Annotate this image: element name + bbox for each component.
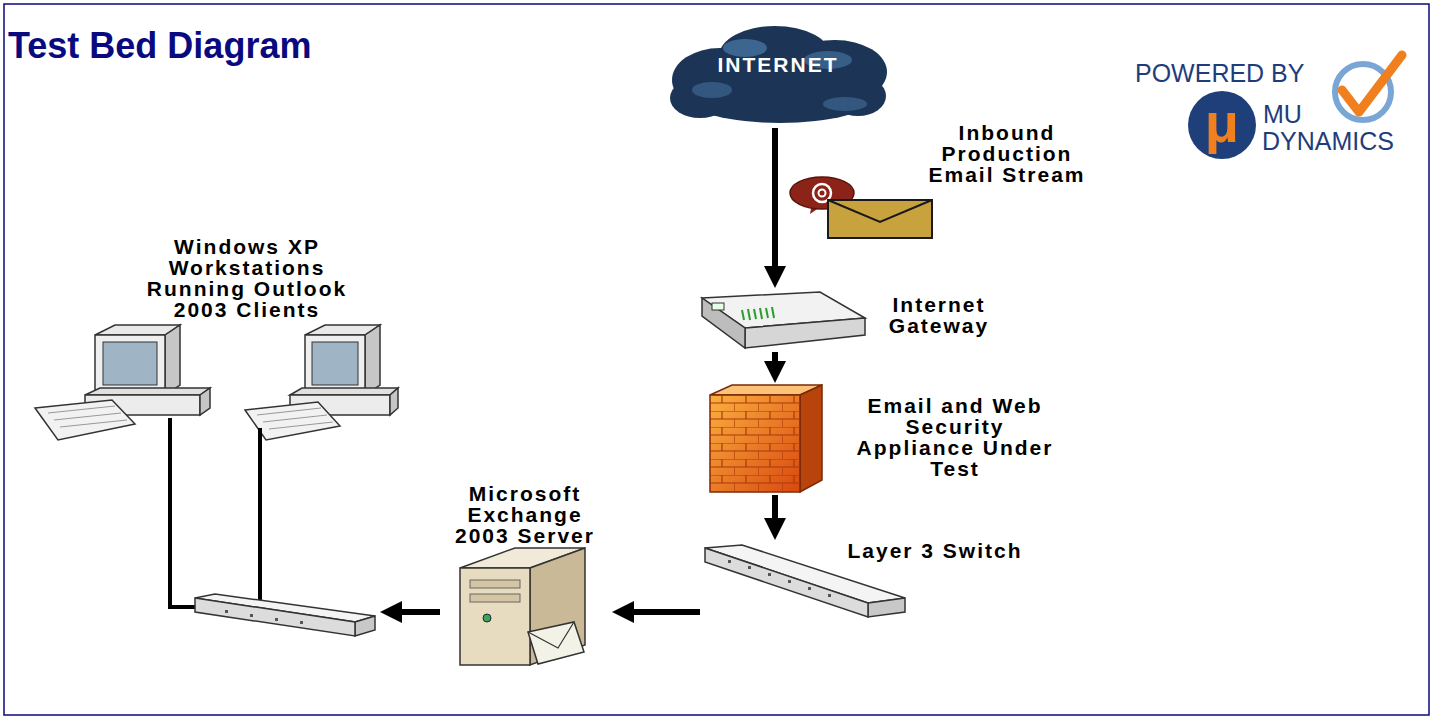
gateway-icon [760, 308, 762, 319]
hub-icon [250, 614, 253, 617]
server-icon [470, 580, 520, 588]
internet-cloud [692, 82, 732, 98]
gateway-icon [742, 307, 774, 320]
flow-note: Inbound Production Email Stream [922, 122, 1092, 185]
flow-arrow [402, 609, 440, 615]
node-label: Internet Gateway [878, 294, 1000, 336]
flow-arrow [772, 128, 778, 266]
node-label: Layer 3 Switch [825, 540, 1045, 561]
email-icon [819, 190, 826, 197]
firewall-icon [800, 385, 822, 492]
gateway-node: Internet Gateway [700, 288, 1002, 352]
workstation-icon [390, 388, 398, 415]
title-holder: Test Bed Diagram [8, 26, 311, 66]
flow-arrow [772, 352, 778, 361]
server-icon [528, 622, 574, 648]
email-icon [790, 177, 932, 238]
switch-icon [728, 560, 731, 563]
workstation-icon [245, 325, 398, 440]
workstation-icon [95, 335, 165, 395]
label-holder: POWERED BY [1135, 58, 1304, 88]
email-icon [828, 200, 932, 222]
switch-icon [868, 598, 905, 617]
gateway-icon [766, 308, 768, 318]
switch-icon [705, 548, 868, 617]
workstation-icon [305, 335, 365, 395]
workstation-icon [48, 406, 127, 427]
switch-icon [768, 573, 771, 576]
server-node: Microsoft Exchange 2003 Server [440, 483, 612, 668]
server-icon [528, 622, 584, 664]
node-label: Windows XP Workstations Running Outlook … [117, 236, 377, 320]
email-icon [828, 200, 932, 238]
internet-cloud [823, 97, 867, 111]
logo-text: DYNAMICS [1262, 126, 1394, 156]
gateway-icon [754, 309, 756, 319]
server-icon [483, 614, 491, 622]
switch-icon [748, 566, 751, 569]
workstation-icon [35, 325, 210, 440]
gateway-icon [702, 298, 745, 348]
gateway-icon [748, 309, 750, 320]
label-holder: MU [1263, 100, 1302, 128]
cloud-node: INTERNET [668, 28, 890, 128]
gateway-icon [702, 292, 865, 348]
hub-icon [275, 618, 278, 621]
page-frame [4, 4, 1429, 715]
appliance-node: Email and Web Security Appliance Under T… [705, 383, 1065, 495]
network-wire [170, 418, 198, 607]
flow-arrow [772, 495, 778, 518]
hub-icon [300, 621, 303, 624]
workstations-node: Windows XP Workstations Running Outlook … [20, 236, 380, 645]
label-holder: μ [1187, 88, 1257, 158]
server-icon [460, 568, 530, 665]
hub-icon [355, 616, 375, 636]
gateway-icon [745, 318, 865, 348]
node-label: INTERNET [668, 54, 888, 75]
logo-text: POWERED BY [1135, 58, 1304, 88]
workstation-icon [312, 342, 358, 385]
logo-mark [1342, 55, 1402, 112]
switch-icon [828, 594, 831, 597]
logo-symbol: μ [1187, 88, 1257, 158]
workstation-icon [365, 325, 380, 395]
workstation-icon [200, 388, 210, 415]
diagram-title: Test Bed Diagram [8, 26, 311, 66]
gateway-icon [742, 310, 744, 320]
workstation-icon [290, 388, 398, 395]
workstation-icon [35, 400, 135, 440]
switch-icon [728, 560, 831, 597]
firewall-icon [710, 395, 800, 492]
workstation-icon [257, 408, 333, 429]
label-holder: DYNAMICS [1262, 126, 1394, 156]
gateway-icon [772, 307, 774, 318]
switch-node: Layer 3 Switch [700, 540, 1047, 632]
hub-icon [225, 610, 228, 613]
workstation-icon [85, 388, 210, 395]
logo-text: MU [1263, 100, 1302, 128]
network-wire [258, 428, 262, 602]
server-icon [470, 594, 520, 602]
firewall-icon [710, 395, 800, 492]
hub-icon [225, 610, 303, 624]
hub-icon [195, 598, 355, 636]
network-wire [170, 418, 260, 607]
node-label: Microsoft Exchange 2003 Server [440, 483, 610, 546]
node-label: Email and Web Security Appliance Under T… [855, 395, 1055, 479]
server-icon [460, 548, 585, 665]
label-holder: Inbound Production Email Stream [922, 122, 1092, 185]
workstation-icon [103, 342, 157, 385]
switch-icon [808, 587, 811, 590]
flow-arrow [634, 609, 700, 615]
hub-icon [195, 594, 375, 636]
workstation-icon [165, 325, 180, 395]
switch-icon [788, 580, 791, 583]
firewall-icon [710, 385, 822, 492]
gateway-icon [712, 303, 724, 310]
